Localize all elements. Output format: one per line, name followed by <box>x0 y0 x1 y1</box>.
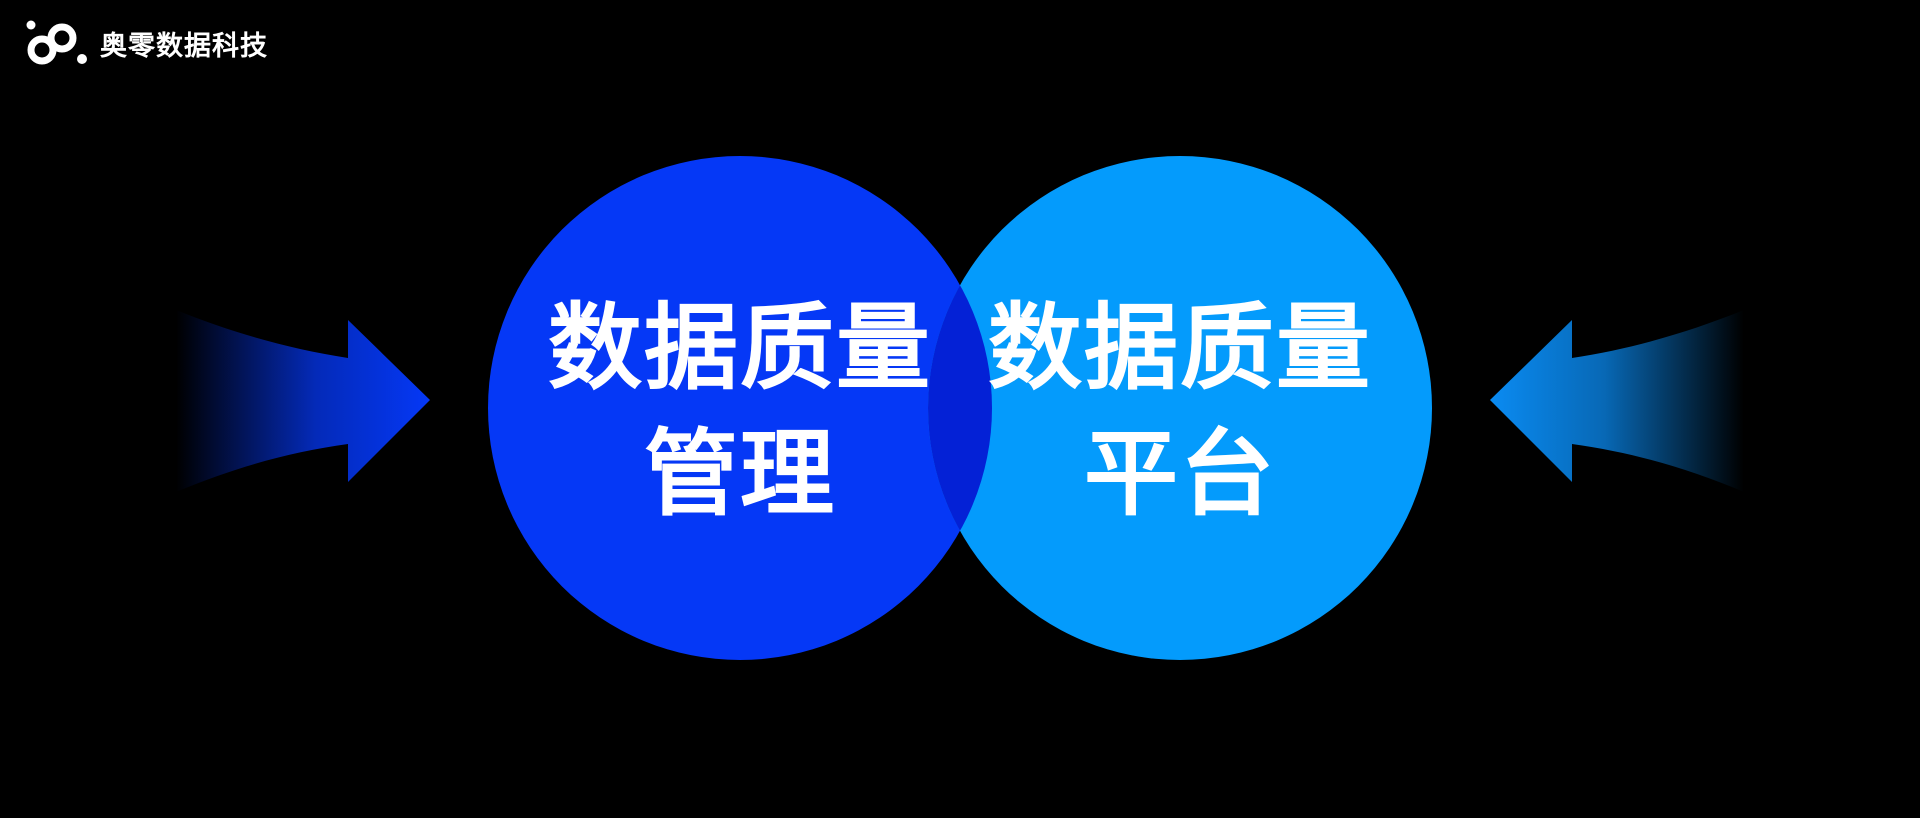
circle-left-line1: 数据质量 <box>547 294 932 403</box>
circle-left-line2: 管理 <box>643 420 836 529</box>
brand-name: 奥零数据科技 <box>100 30 268 62</box>
circle-right-line2: 平台 <box>1083 420 1276 529</box>
circle-label-left: 数据质量 管理 <box>530 286 950 538</box>
brand-logo: 奥零数据科技 <box>26 20 268 66</box>
venn-circle-left <box>488 156 992 660</box>
circle-right-line1: 数据质量 <box>987 294 1372 403</box>
aolink-logo-icon <box>26 20 87 65</box>
venn-circle-right <box>928 156 1432 660</box>
circle-label-right: 数据质量 平台 <box>970 286 1390 538</box>
arrow-right-icon <box>176 310 430 492</box>
arrow-left-icon <box>1490 310 1744 492</box>
